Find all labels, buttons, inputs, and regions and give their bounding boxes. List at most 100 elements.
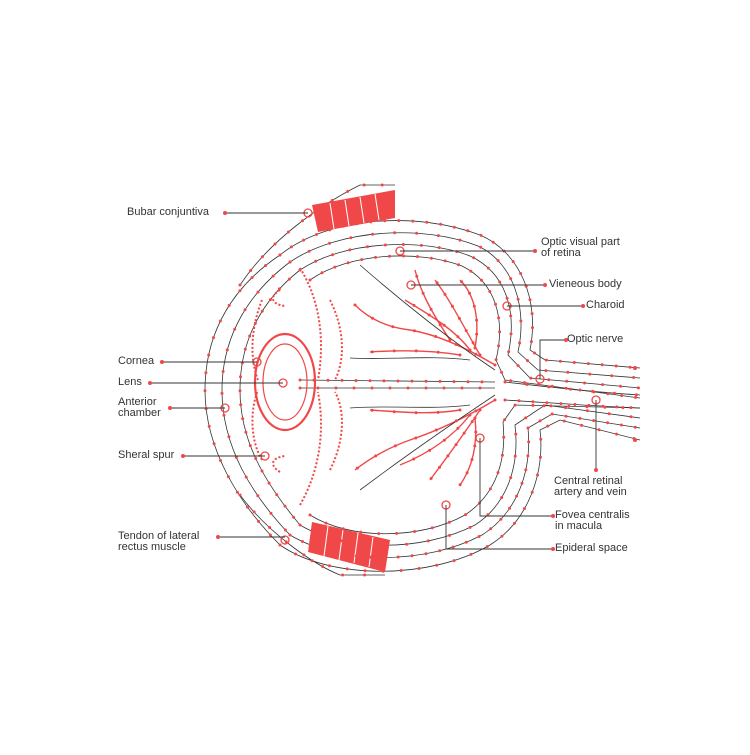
anchor-dot [495,358,498,361]
anchor-dot [467,380,470,383]
anchor-dot [529,298,532,301]
anchor-dot [466,471,469,474]
anchor-dot [411,380,414,383]
anchor-dot [509,476,512,479]
anchor-dot [474,347,477,350]
anchor-dot [478,535,481,538]
label-bulbar-conjunctiva-text: Bubar conjuntiva [127,207,209,218]
anchor-dot [221,392,224,395]
anchor-dot [498,281,501,284]
label-cornea: Cornea [118,356,154,367]
anchor-dot [459,354,462,357]
anchor-dot [204,389,207,392]
anchor-dot [497,316,500,319]
anchor-dot [453,380,456,383]
anchor-dot [261,255,264,258]
anchor-dot [438,246,441,249]
anchor-dot [309,514,312,517]
lens [255,334,315,430]
anchor-dot [341,552,344,555]
anchor-dot [613,392,616,395]
anchor-dot [500,496,503,499]
anchor-dot [254,322,257,325]
anchor-dot [328,242,331,245]
label-bulbar-conjunctiva: Bubar conjuntiva [127,207,209,218]
anchor-dot [526,359,529,362]
anchor-dot [384,244,387,247]
anchor-dot [533,352,536,355]
anchor-dot [501,454,504,457]
anchor-dot [316,209,319,212]
anchor-dot [321,565,324,568]
anchor-dot [489,487,492,490]
anchor-dot [551,385,554,388]
anchor-dot [317,387,320,390]
anchor-dot [503,418,506,421]
anchor-dot [325,522,328,525]
anchor-dot [475,319,478,322]
anchor-dot [415,232,418,235]
anchor-dot [437,351,440,354]
anchor-dot [523,381,526,384]
anchor-dot [269,298,272,301]
anchor-dot [254,457,257,460]
anchor-dot [565,387,568,390]
anchor-dot [598,428,601,431]
anchor-dot [438,549,441,552]
anchor-dot [302,553,305,556]
anchor-dot [619,385,622,388]
anchor-dot [371,233,374,236]
anchor-dot [374,256,377,259]
anchor-dot [474,417,477,420]
anchor-dot [465,541,468,544]
anchor-dot [415,275,418,278]
anchor-dot [463,432,466,435]
anchor-dot [519,320,522,323]
anchor-dot [479,409,482,412]
anchor-dot [479,354,482,357]
anchor-dot [637,386,640,389]
anchor-dot [474,353,477,356]
retina-line [300,244,640,388]
anchor-dot [244,308,247,311]
anchor-dot [313,379,316,382]
anchor-dot [592,419,595,422]
anchor-dot [472,256,475,259]
anchor-dot [559,360,562,363]
anchor-dot [449,339,452,342]
anchor-dot [469,414,472,417]
anchor-dot [499,518,502,521]
anchor-dot [292,516,295,519]
anchor-dot [580,424,583,427]
anchor-dot [253,510,256,513]
anchor-dot [268,482,271,485]
anchor-dot [435,429,438,432]
lens-outer [255,334,315,430]
anchor-dot [333,266,336,269]
anchor-dot [369,556,372,559]
anchor-dot [523,507,526,510]
anchor-dot [524,416,527,419]
anchor-dot [213,442,216,445]
anchor-dot [241,417,244,420]
anchor-dot [497,344,500,347]
anchor-dot [226,348,229,351]
anchor-dot [578,417,581,420]
anchor-dot [318,533,321,536]
anchor-dot [299,524,302,527]
anchor-dot [239,389,242,392]
anchor-dot [301,540,304,543]
anchor-dot [544,369,547,372]
anchor-dot [388,255,391,258]
anchor-dot [360,258,363,261]
anchor-dot [460,280,463,283]
anchor-dot [451,305,454,308]
anchor-dot [289,534,292,537]
anchor-dot [514,455,517,458]
anchor-dot [249,444,252,447]
anchor-dot [601,383,604,386]
anchor-dot [227,435,230,438]
label-central-retinal-line2: artery and vein [554,487,627,498]
label-optic-nerve: Optic nerve [567,334,623,345]
